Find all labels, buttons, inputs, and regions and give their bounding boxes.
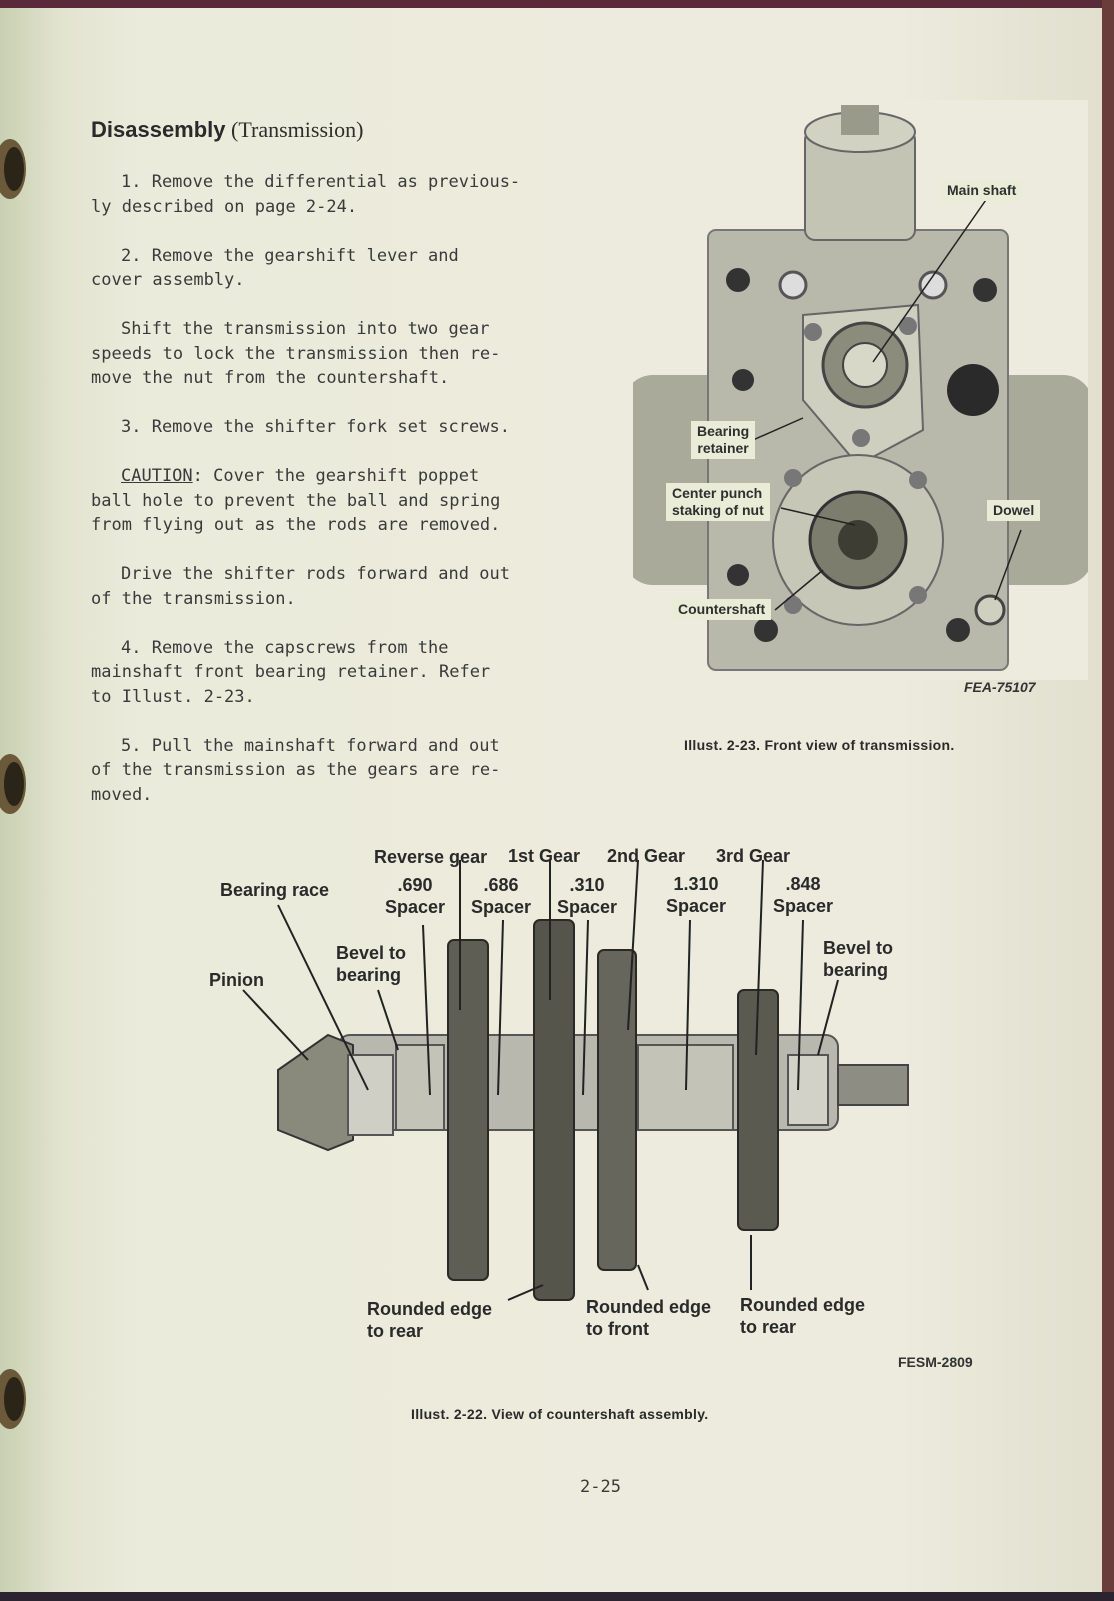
label-spacer-686: .686 Spacer xyxy=(471,875,532,917)
section-title-bold: Disassembly xyxy=(91,117,226,142)
caution-label: CAUTION xyxy=(121,466,193,486)
label-rounded-front: Rounded edge to front xyxy=(586,1297,711,1339)
label-main-shaft: Main shaft xyxy=(941,180,1023,201)
caution-note: CAUTION: Cover the gearshift poppet ball… xyxy=(91,464,571,538)
binder-hole-top xyxy=(0,139,26,199)
countershaft-assembly-photo xyxy=(242,859,909,1301)
label-dowel: Dowel xyxy=(987,500,1041,521)
label-reverse-gear: Reverse gear xyxy=(374,847,488,867)
step-3: 3. Remove the shifter fork set screws. xyxy=(121,417,510,437)
label-spacer-310: .310 Spacer xyxy=(557,875,618,917)
step-5: 5. Pull the mainshaft forward and out of… xyxy=(91,735,501,805)
page-right-edge xyxy=(1102,0,1114,1601)
label-1st-gear: 1st Gear xyxy=(508,846,581,866)
caution-text: : Cover the gearshift poppet ball hole t… xyxy=(91,466,501,535)
label-countershaft: Countershaft xyxy=(672,599,772,620)
step-4: 4. Remove the capscrews from the mainsha… xyxy=(91,637,491,707)
label-2nd-gear: 2nd Gear xyxy=(607,846,686,866)
instructions-column: 1. Remove the differential as previous- … xyxy=(91,170,571,832)
section-title-rest: (Transmission) xyxy=(231,117,364,142)
label-spacer-1310: 1.310 Spacer xyxy=(666,874,727,916)
figure1-caption: Illust. 2-23. Front view of transmission… xyxy=(684,737,955,753)
label-bearing-race: Bearing race xyxy=(220,880,330,900)
label-3rd-gear: 3rd Gear xyxy=(716,846,791,866)
label-bevel-right: Bevel to bearing xyxy=(823,938,894,980)
figure2-code: FESM-2809 xyxy=(898,1354,973,1370)
step-2: 2. Remove the gearshift lever and cover … xyxy=(91,245,459,291)
label-bearing-retainer: Bearing retainer xyxy=(691,421,756,459)
label-bevel-left: Bevel to bearing xyxy=(336,943,407,985)
figure2-caption: Illust. 2-22. View of countershaft assem… xyxy=(411,1406,709,1422)
step-1: 1. Remove the differential as previous- … xyxy=(91,172,521,217)
page-bottom-edge xyxy=(0,1592,1114,1601)
section-heading: Disassembly (Transmission) xyxy=(91,117,363,143)
step-2-note: Shift the transmission into two gear spe… xyxy=(91,319,501,388)
label-center-punch: Center punch staking of nut xyxy=(666,483,770,521)
label-rounded-rear-2: Rounded edge to rear xyxy=(740,1295,865,1337)
binder-hole-bottom xyxy=(0,1369,26,1429)
figure1-code: FEA-75107 xyxy=(964,679,1036,695)
label-rounded-rear-1: Rounded edge to rear xyxy=(367,1299,492,1341)
binder-hole-middle xyxy=(0,754,26,814)
step-3-note: Drive the shifter rods forward and out o… xyxy=(91,564,510,609)
label-pinion: Pinion xyxy=(209,970,264,990)
page-top-edge xyxy=(0,0,1114,8)
label-spacer-690: .690 Spacer xyxy=(385,875,446,917)
label-spacer-848: .848 Spacer xyxy=(773,874,834,916)
page-number: 2-25 xyxy=(580,1477,621,1497)
